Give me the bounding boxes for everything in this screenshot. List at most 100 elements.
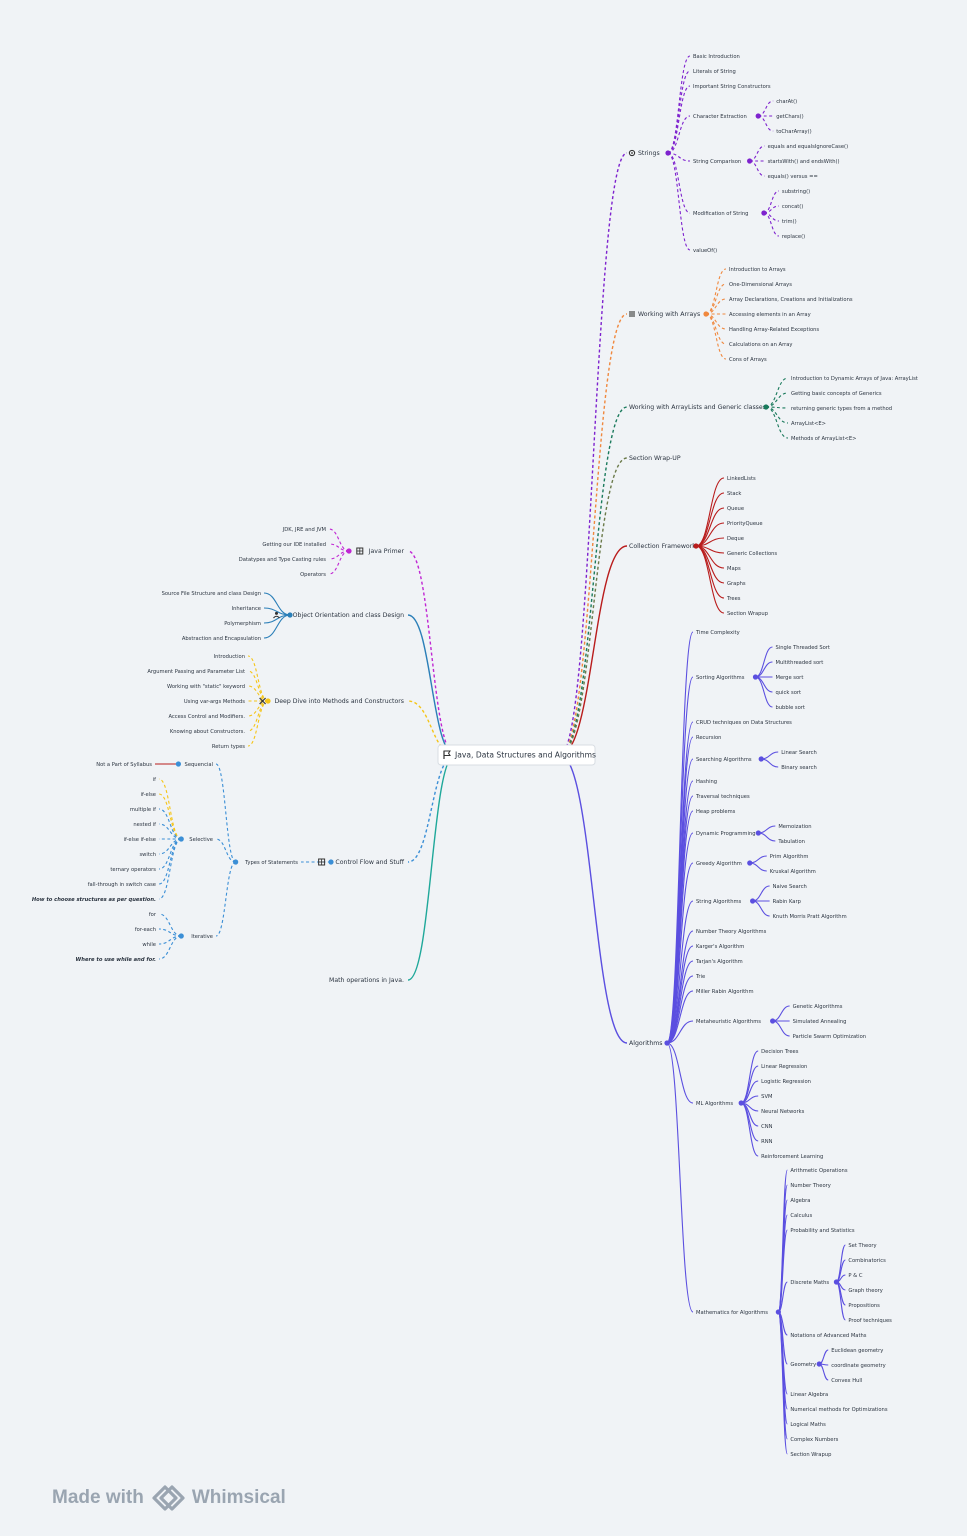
node-algorithms-4-1[interactable]: Binary search (781, 765, 817, 771)
node-algorithms-4-0[interactable]: Linear Search (781, 750, 817, 756)
node-control-leaf-1-7[interactable]: fall-through in switch case (88, 882, 156, 888)
node-control-type-0[interactable]: Sequencial (185, 762, 213, 768)
node-algorithms-17-7[interactable]: Reinforcement Learning (761, 1154, 823, 1160)
branch-wrapup[interactable]: Section Wrap-UP (629, 455, 681, 462)
node-algorithms-17-3[interactable]: SVM (761, 1094, 772, 1100)
node-arraylists-4[interactable]: Methods of ArrayList<E> (791, 436, 856, 442)
node-algorithms-18-5-2[interactable]: P & C (848, 1273, 862, 1279)
node-algorithms-3[interactable]: Recursion (696, 735, 721, 741)
node-algorithms-18-5-5[interactable]: Proof techniques (848, 1318, 892, 1324)
node-methods-3[interactable]: Using var-args Methods (184, 699, 245, 705)
node-methods-1[interactable]: Argument Passing and Parameter List (147, 669, 245, 675)
node-algorithms-13[interactable]: Tarjan's Algorithm (695, 959, 743, 965)
node-algorithms-18-11[interactable]: Complex Numbers (790, 1437, 838, 1443)
node-methods-4[interactable]: Access Control and Modifiers. (168, 714, 245, 720)
node-control-leaf-2-3[interactable]: Where to use while and for. (76, 957, 156, 963)
node-arrays-1[interactable]: One-Dimensional Arrays (729, 282, 792, 288)
node-control-leaf-1-2[interactable]: multiple if (130, 807, 156, 813)
node-algorithms-10-2[interactable]: Knuth Morris Pratt Algorithm (773, 914, 847, 920)
node-arraylists-0[interactable]: Introduction to Dynamic Arrays of Java: … (791, 376, 918, 382)
node-algorithms-16-2[interactable]: Particle Swarm Optimization (793, 1034, 866, 1040)
node-arrays-3[interactable]: Accessing elements in an Array (729, 312, 811, 318)
node-algorithms-18-5-4[interactable]: Propositions (848, 1303, 880, 1309)
node-algorithms-18-6[interactable]: Notations of Advanced Maths (790, 1333, 866, 1339)
node-strings-2[interactable]: Important String Constructors (693, 84, 771, 90)
node-arraylists-2[interactable]: returning generic types from a method (791, 406, 892, 412)
node-collection-9[interactable]: Section Wrapup (727, 611, 769, 617)
node-control-leaf-1-0[interactable]: if (153, 777, 156, 783)
node-algorithms-10[interactable]: String Algorithms (696, 899, 742, 905)
node-control-leaf-2-0[interactable]: for (149, 912, 157, 918)
node-methods-5[interactable]: Knowing about Constructors. (170, 729, 246, 735)
node-arraylists-3[interactable]: ArrayList<E> (791, 421, 826, 427)
node-algorithms-10-0[interactable]: Naive Search (773, 884, 807, 890)
node-strings-1[interactable]: Literals of String (693, 69, 736, 75)
node-algorithms-18-4[interactable]: Probability and Statistics (790, 1228, 854, 1234)
node-algorithms-10-1[interactable]: Rabin Karp (773, 899, 802, 905)
node-algorithms-17-1[interactable]: Linear Regression (761, 1064, 807, 1070)
node-algorithms-12[interactable]: Karger's Algorithm (696, 944, 744, 950)
branch-control[interactable]: Control Flow and Stuff (335, 859, 404, 866)
node-strings-4-0[interactable]: equals and equalsIgnoreCase() (768, 144, 849, 150)
node-strings-4-2[interactable]: equals() versus == (768, 174, 818, 180)
node-algorithms-18-2[interactable]: Algebra (790, 1198, 810, 1204)
node-oop-3[interactable]: Abstraction and Encapsulation (182, 636, 261, 642)
branch-primer[interactable]: Java Primer (368, 548, 405, 555)
node-arrays-0[interactable]: Introduction to Arrays (729, 267, 786, 273)
node-algorithms-1-2[interactable]: Merge sort (775, 675, 803, 681)
node-control-leaf-2-1[interactable]: for-each (135, 927, 156, 933)
node-control-leaf-1-1[interactable]: if-else (141, 792, 156, 798)
node-algorithms-18-9[interactable]: Numerical methods for Optimizations (790, 1407, 887, 1413)
node-arrays-4[interactable]: Handling Array-Related Exceptions (729, 327, 819, 333)
node-algorithms-16-1[interactable]: Simulated Annealing (793, 1019, 847, 1025)
node-algorithms-9-1[interactable]: Kruskal Algorithm (770, 869, 816, 875)
node-algorithms-9[interactable]: Greedy Algorithm (696, 861, 742, 867)
node-algorithms-8[interactable]: Dynamic Programming (696, 831, 756, 837)
node-oop-2[interactable]: Polymerphism (224, 621, 261, 627)
node-control-leaf-1-6[interactable]: ternary operators (110, 867, 156, 873)
node-methods-6[interactable]: Return types (212, 744, 245, 750)
branch-strings[interactable]: Strings (638, 150, 660, 157)
root-node-title[interactable]: Java, Data Structures and Algorithms (454, 751, 596, 760)
node-collection-4[interactable]: Deque (727, 536, 744, 542)
node-algorithms-18-8[interactable]: Linear Algebra (790, 1392, 828, 1398)
root-node-box[interactable] (437, 744, 596, 766)
node-control-type-1[interactable]: Selective (189, 837, 213, 843)
node-oop-1[interactable]: Inheritance (232, 606, 261, 612)
node-algorithms-5[interactable]: Hashing (696, 779, 717, 785)
node-algorithms-9-0[interactable]: Prim Algorithm (770, 854, 809, 860)
node-strings-6[interactable]: valueOf() (693, 248, 717, 254)
node-control-leaf-1-4[interactable]: if-else if-else (124, 837, 156, 843)
node-algorithms-17-6[interactable]: RNN (761, 1139, 772, 1145)
node-algorithms-6[interactable]: Traversal techniques (695, 794, 750, 800)
node-strings-5[interactable]: Modification of String (693, 211, 748, 217)
node-algorithms-17-2[interactable]: Logistic Regression (761, 1079, 811, 1085)
node-algorithms-8-1[interactable]: Tabulation (777, 839, 805, 845)
node-algorithms-17-5[interactable]: CNN (761, 1124, 773, 1130)
node-strings-3-2[interactable]: toCharArray() (776, 129, 811, 135)
node-arrays-2[interactable]: Array Declarations, Creations and Initia… (729, 297, 853, 303)
branch-oop[interactable]: Object Orientation and class Design (293, 612, 404, 619)
node-collection-8[interactable]: Trees (726, 596, 741, 602)
node-primer-1[interactable]: Getting our IDE installed (262, 542, 326, 548)
node-control-leaf-2-2[interactable]: while (142, 942, 156, 948)
node-algorithms-15[interactable]: Miller Rabin Algorithm (696, 989, 754, 995)
node-strings-5-2[interactable]: trim() (782, 219, 797, 225)
branch-math[interactable]: Math operations in Java. (329, 977, 404, 984)
node-algorithms-4[interactable]: Searching Algorithms (696, 757, 752, 763)
node-algorithms-8-0[interactable]: Memoization (778, 824, 811, 830)
node-algorithms-1-1[interactable]: Multithreaded sort (775, 660, 823, 666)
node-algorithms-18-5-0[interactable]: Set Theory (848, 1243, 876, 1249)
node-algorithms-1[interactable]: Sorting Algorithms (696, 675, 745, 681)
node-collection-3[interactable]: PriorityQueue (727, 521, 763, 527)
node-control-leaf-1-8[interactable]: How to choose structures as per question… (32, 897, 156, 903)
node-algorithms-14[interactable]: Trie (695, 974, 705, 980)
node-primer-0[interactable]: JDK, JRE and JVM (282, 527, 326, 533)
node-algorithms-18-7-1[interactable]: coordinate geometry (831, 1363, 885, 1369)
node-strings-5-3[interactable]: replace() (782, 234, 805, 240)
node-control-0[interactable]: Types of Statements (244, 860, 298, 866)
branch-algorithms[interactable]: Algorithms (629, 1040, 663, 1047)
node-algorithms-18-7-0[interactable]: Euclidean geometry (831, 1348, 883, 1354)
branch-arrays[interactable]: Working with Arrays (638, 311, 700, 318)
node-strings-0[interactable]: Basic Introduction (693, 54, 740, 60)
